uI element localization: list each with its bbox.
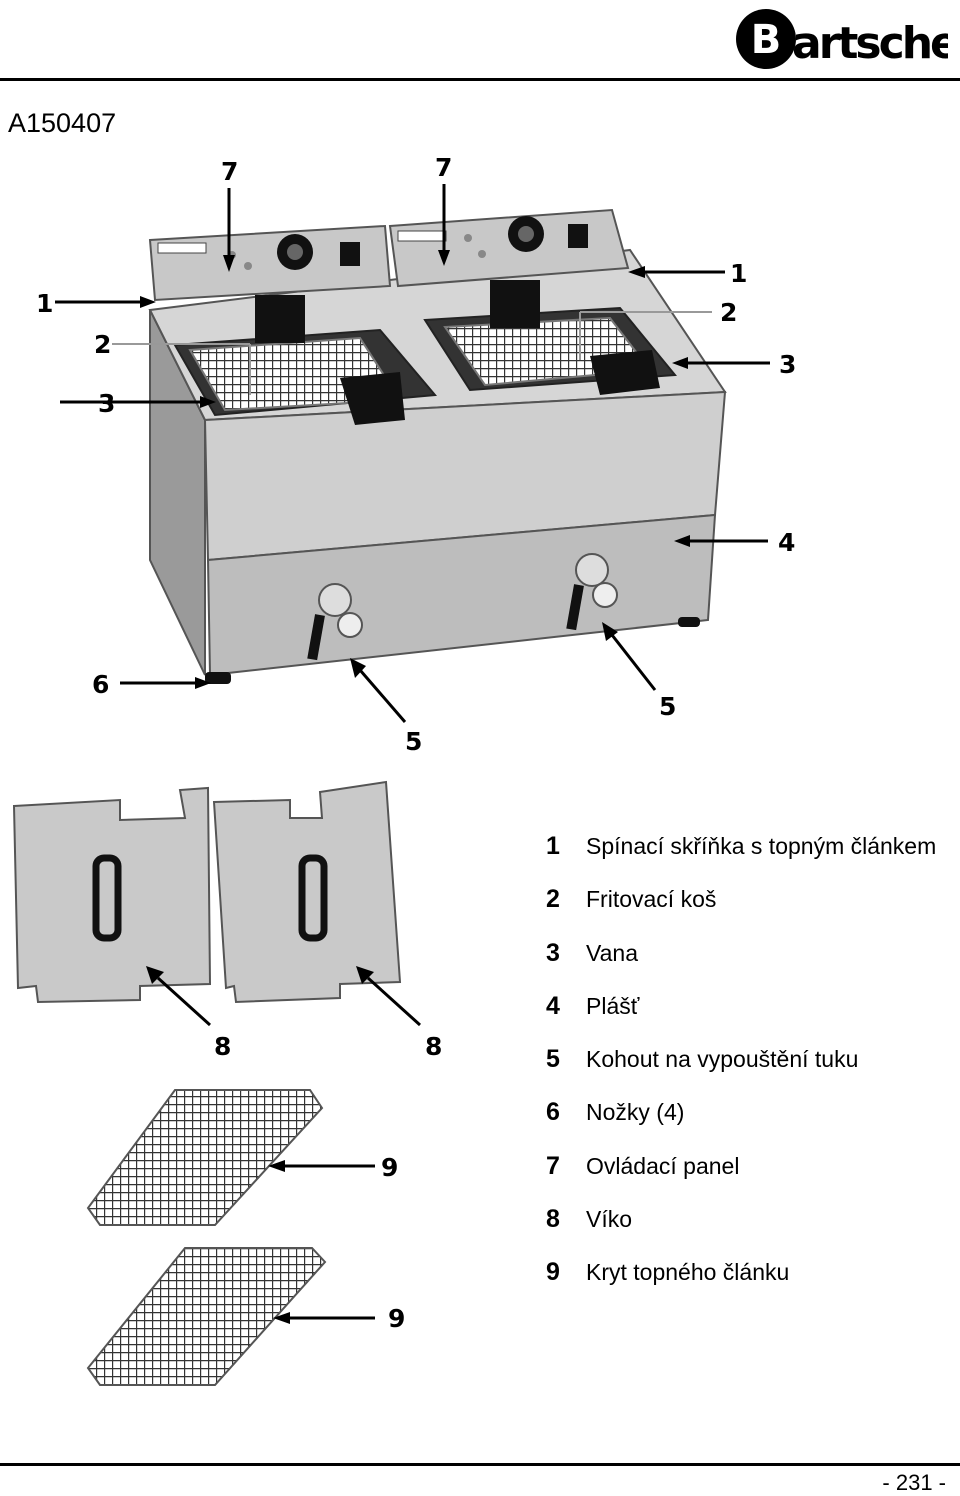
callout-6: 6 (92, 670, 109, 699)
legend-number: 5 (546, 1045, 560, 1074)
callout-5-right: 5 (659, 692, 676, 721)
legend-item: 2 Fritovací koš (546, 885, 960, 938)
callout-7-left: 7 (221, 157, 238, 186)
legend-number: 7 (546, 1151, 560, 1180)
callout-1-right: 1 (730, 259, 747, 288)
fryer-body (148, 208, 727, 684)
legend-item: 3 Vana (546, 939, 960, 992)
legend-label: Nožky (4) (586, 1099, 685, 1126)
legend-number: 3 (546, 938, 560, 967)
legend-number: 2 (546, 885, 560, 914)
callout-5-left: 5 (405, 727, 422, 756)
callout-9-top: 9 (381, 1153, 398, 1182)
legend-item: 4 Plášť (546, 992, 960, 1045)
legend-item: 1 Spínací skříňka s topným článkem (546, 832, 960, 885)
legend-number: 6 (546, 1098, 560, 1127)
legend-label: Plášť (586, 992, 640, 1019)
legend-number: 8 (546, 1205, 560, 1234)
parts-legend: 1 Spínací skříňka s topným článkem 2 Fri… (546, 832, 960, 1312)
legend-item: 8 Víko (546, 1205, 960, 1258)
callout-7-right: 7 (435, 153, 452, 182)
fryer-illustration: 1 2 3 7 7 1 2 3 4 6 5 5 8 8 9 9 (12, 153, 796, 1386)
bartscher-logo: B artscher (736, 9, 948, 69)
svg-text:B: B (751, 17, 782, 63)
callout-1-left: 1 (36, 289, 53, 318)
legend-item: 7 Ovládací panel (546, 1152, 960, 1205)
legend-label: Kohout na vypouštění tuku (586, 1046, 859, 1073)
callout-3-left: 3 (98, 389, 115, 418)
callout-4: 4 (778, 528, 795, 557)
legend-number: 1 (546, 832, 560, 860)
lid-right (212, 780, 402, 1004)
lid-left (12, 786, 212, 1004)
callout-arrows (55, 184, 770, 1324)
header-rule (0, 78, 960, 81)
legend-label: Víko (586, 1206, 633, 1233)
callout-8-right: 8 (425, 1032, 442, 1061)
legend-label: Kryt topného článku (586, 1259, 790, 1286)
element-cover-bottom (86, 1247, 327, 1386)
legend-number: 4 (546, 991, 560, 1020)
legend-item: 6 Nožky (4) (546, 1098, 960, 1151)
callout-9-bottom: 9 (388, 1304, 405, 1333)
legend-label: Spínací skříňka s topným článkem (586, 833, 937, 859)
legend-label: Ovládací panel (586, 1152, 740, 1179)
legend-label: Vana (586, 939, 639, 966)
legend-item: 5 Kohout na vypouštění tuku (546, 1045, 960, 1098)
legend-label: Fritovací koš (586, 886, 717, 913)
footer-rule (0, 1463, 960, 1466)
model-number: A150407 (8, 108, 117, 138)
element-cover-top (86, 1089, 324, 1226)
callout-2-right: 2 (720, 298, 737, 327)
svg-text:artscher: artscher (792, 18, 948, 69)
callout-3-right: 3 (779, 350, 796, 379)
legend-number: 9 (546, 1258, 560, 1287)
callout-2-left: 2 (94, 330, 111, 359)
page-number: - 231 - (882, 1470, 946, 1495)
callout-8-left: 8 (214, 1032, 231, 1061)
legend-item: 9 Kryt topného článku (546, 1258, 960, 1311)
